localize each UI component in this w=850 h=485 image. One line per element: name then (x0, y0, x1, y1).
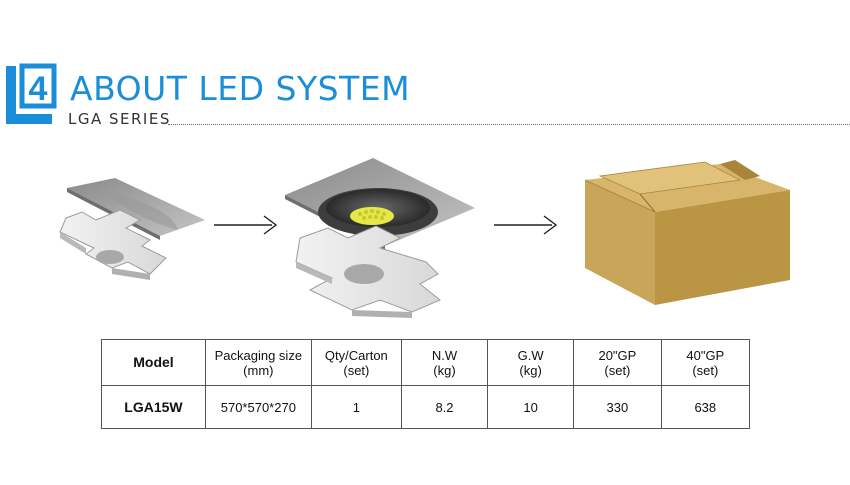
spec-table: Model Packaging size(mm) Qty/Carton(set)… (101, 339, 751, 429)
logo-number: 4 (29, 70, 48, 108)
table-header-cell: N.W(kg) (400, 339, 489, 386)
table-header-cell: Model (101, 339, 206, 386)
table-row: LGA15W 570*570*270 1 8.2 10 330 638 (101, 385, 751, 429)
installation-illustration (59, 158, 790, 318)
table-cell: 570*570*270 (204, 385, 312, 429)
table-header-row: Model Packaging size(mm) Qty/Carton(set)… (101, 339, 751, 386)
page-subtitle: LGA SERIES (68, 110, 171, 128)
arrow-right-icon (214, 215, 278, 235)
table-cell-model: LGA15W (101, 385, 206, 429)
table-cell: 1 (310, 385, 402, 429)
assembled-light-icon (285, 158, 475, 318)
table-cell: 10 (487, 385, 575, 429)
table-header-cell: 20"GP(set) (573, 339, 662, 386)
table-header-cell: Qty/Carton(set) (310, 339, 402, 386)
brand-logo-icon: 4 (6, 63, 57, 124)
arrow-right-icon (494, 215, 558, 235)
page-title: ABOUT LED SYSTEM (70, 69, 411, 108)
table-header-cell: 40"GP(set) (660, 339, 751, 386)
table-cell: 638 (660, 385, 751, 429)
divider (168, 124, 850, 125)
mounting-sleeve-icon (59, 178, 205, 280)
table-header-cell: G.W(kg) (487, 339, 575, 386)
table-cell: 330 (573, 385, 662, 429)
table-header-cell: Packaging size(mm) (204, 339, 312, 386)
carton-box-icon (584, 160, 790, 305)
table-cell: 8.2 (400, 385, 489, 429)
